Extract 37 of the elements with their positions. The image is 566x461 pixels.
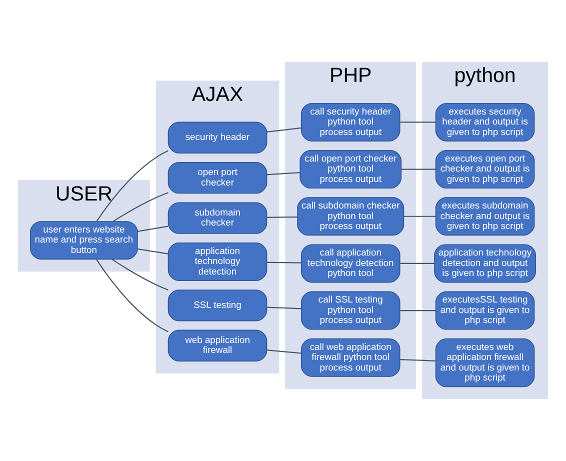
node-box: call application technology detection python tool [300, 244, 400, 283]
connector [266, 306, 302, 310]
connector [404, 216, 436, 217]
connector [266, 350, 302, 354]
connector [96, 259, 168, 332]
node-box: subdomain checker [168, 202, 268, 234]
connector [266, 216, 298, 218]
node-box: executes security header and output is given to php script [435, 102, 535, 142]
connector [266, 262, 302, 264]
connector [96, 150, 168, 222]
connector [112, 258, 168, 291]
node-box: application technology detection and output is given to php script [434, 244, 536, 283]
node-box: user enters website name and press search button [30, 221, 138, 260]
node-box: executes web application firewall and output is given to php script [435, 338, 535, 388]
node-box: call open port checker python tool process output [300, 150, 402, 189]
connector [400, 262, 434, 264]
connector [266, 172, 300, 176]
connector [266, 127, 302, 132]
connector [400, 310, 436, 312]
connector [400, 358, 436, 362]
node-box: web application firewall [168, 330, 268, 362]
node-box: application technology detection [168, 242, 268, 282]
node-box: call subdomain checker python tool process output [297, 197, 404, 236]
connector [138, 248, 168, 254]
node-box: executes subdomain checker and output is given to php script [435, 197, 535, 236]
connector [401, 168, 436, 170]
node-box: security header [168, 122, 268, 154]
node-box: executesSSL testing and output is given to php script [435, 291, 535, 330]
node-box: call web application firewall python tool process output [300, 338, 400, 377]
node-box: call SSL testing python tool process output [300, 291, 400, 330]
connector [138, 226, 168, 232]
node-box: open port checker [168, 162, 268, 194]
connector [400, 122, 436, 123]
node-box: executes open port checker and output is given to php script [435, 150, 535, 189]
connector [112, 192, 168, 222]
node-box: SSL testing [168, 290, 268, 322]
node-box: call security header python tool process output [300, 102, 400, 142]
